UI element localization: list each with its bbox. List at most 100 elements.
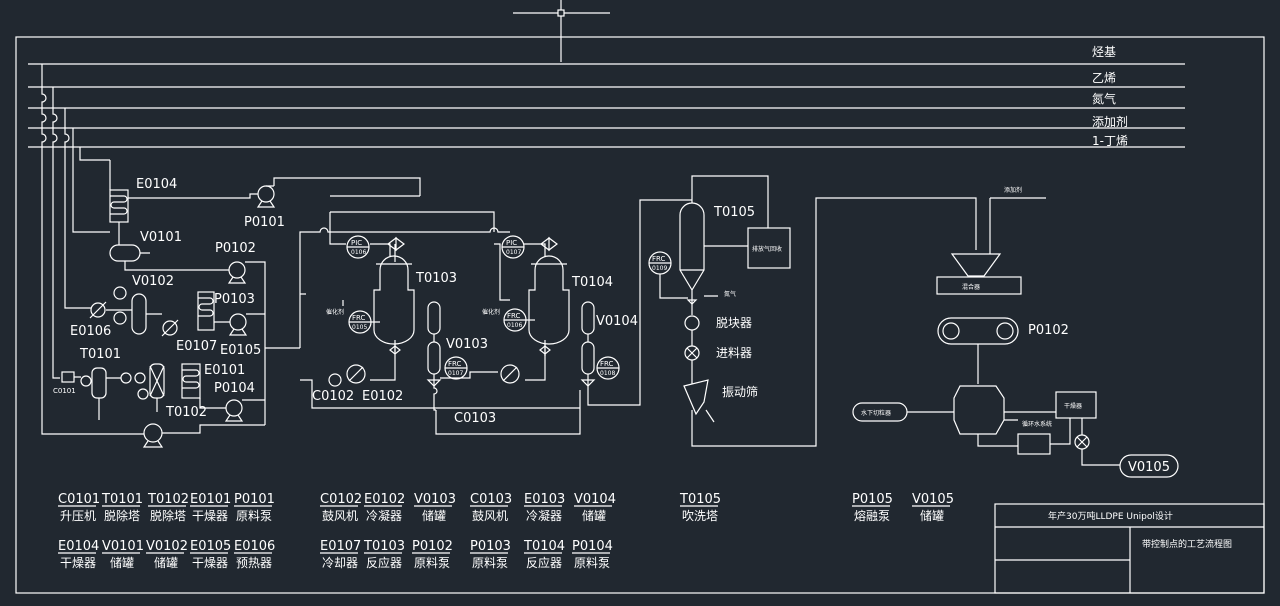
exhaust-recovery: 排放气回收: [747, 227, 791, 269]
instrument-tag: PIC: [351, 239, 362, 247]
legend-name: 鼓风机: [322, 509, 358, 523]
legend-code: P0104: [572, 539, 613, 554]
legend-name: 预热器: [236, 556, 272, 570]
equipment-label: P0102: [1028, 323, 1069, 338]
equipment-label: C0103: [454, 411, 496, 426]
equipment-label: T0104: [571, 275, 613, 290]
instrument-tag: 0105: [352, 324, 367, 331]
legend-code: P0105: [852, 492, 893, 507]
frc0108-instrument: FRC 0108: [596, 356, 620, 380]
t0102-tower: T0102: [120, 363, 207, 420]
equipment-label: P0101: [244, 215, 285, 230]
legend-name: 储罐: [154, 555, 178, 570]
t0105-purge-tower: T0105: [679, 175, 769, 315]
equipment-legend: C0101升压机T0101脱除塔T0102脱除塔E0101干燥器P0101原料泵…: [58, 492, 954, 570]
drawing-title: 带控制点的工艺流程图: [1142, 538, 1232, 550]
legend-code: P0103: [470, 539, 511, 554]
legend-code: E0101: [190, 492, 231, 507]
legend-name: 储罐: [110, 555, 134, 570]
legend-name: 升压机: [60, 509, 96, 523]
instrument-tag: 0108: [600, 370, 615, 377]
legend-name: 反应器: [526, 555, 562, 570]
legend-name: 储罐: [582, 508, 606, 523]
legend-code: T0104: [523, 539, 565, 554]
legend-code: E0104: [58, 539, 99, 554]
legend-code: T0101: [101, 492, 143, 507]
v0104-vessel: V0104: [580, 199, 692, 406]
instrument-tag: FRC: [600, 360, 614, 368]
v0103-vessel: V0103: [426, 301, 488, 411]
instrument-tag: FRC: [448, 360, 462, 368]
legend-name: 储罐: [422, 508, 446, 523]
legend-code: T0105: [679, 492, 721, 507]
equipment-label: V0105: [1128, 460, 1170, 475]
dryer-unit: 干燥器 循环水系统 V0105: [1017, 391, 1179, 478]
instrument-tag: 0109: [652, 265, 667, 272]
t0104-reactor: T0104: [528, 255, 613, 345]
small-label: 混合器: [962, 283, 980, 291]
legend-name: 脱除塔: [150, 508, 186, 523]
process-label: 进料器: [716, 346, 752, 360]
small-label: 水下切粒器: [861, 409, 891, 417]
legend-code: P0102: [412, 539, 453, 554]
equipment-label: T0102: [165, 405, 207, 420]
e0104-exchanger: E0104: [109, 160, 258, 245]
instrument-tag: 0107: [448, 370, 463, 377]
equipment-label: E0106: [70, 324, 111, 339]
reactor-loop-1: [299, 195, 580, 409]
c0103-e0103: C0103: [454, 364, 520, 426]
small-label: 催化剂: [482, 308, 500, 316]
mixer-hopper: 添加剂 混合器: [936, 186, 1046, 295]
instrument-tag: 0106: [507, 322, 522, 329]
legend-name: 原料泵: [414, 556, 450, 570]
small-label: 干燥器: [1064, 402, 1082, 410]
equipment-label: C0101: [53, 387, 76, 395]
legend-name: 原料泵: [236, 509, 272, 523]
pelletizer: 水下切粒器: [852, 385, 1056, 447]
title-block: 年产30万吨LLDPE Unipol设计 带控制点的工艺流程图: [994, 503, 1265, 594]
instrument-tag: 0107: [506, 249, 521, 256]
vibrating-screen: 振动筛: [683, 197, 977, 447]
equipment-label: E0105: [220, 343, 261, 358]
equipment-label: T0103: [415, 271, 457, 286]
equipment-label: V0104: [596, 314, 638, 329]
p0104-pump: P0104: [199, 381, 265, 422]
legend-code: C0101: [58, 492, 100, 507]
process-label: 脱块器: [716, 315, 752, 330]
legend-code: V0103: [414, 492, 456, 507]
p0101-pump: P0101: [244, 177, 421, 230]
p0103-pump: P0103: [214, 292, 265, 336]
p0102-melt-pump: P0102: [937, 317, 1069, 384]
stream-label: 1-丁烯: [1092, 134, 1128, 148]
legend-code: E0105: [190, 539, 231, 554]
legend-name: 吹洗塔: [682, 509, 718, 523]
legend-code: C0103: [470, 492, 512, 507]
legend-code: T0103: [363, 539, 405, 554]
valve: [539, 345, 551, 355]
small-label: 添加剂: [1004, 186, 1022, 194]
valve: [389, 345, 401, 355]
process-label: 振动筛: [722, 384, 758, 399]
cad-cursor: [513, 0, 610, 62]
equipment-label: V0103: [446, 337, 488, 352]
frc0105-instrument: FRC 0105 催化剂: [326, 300, 380, 334]
frc0107-instrument: FRC 0107: [440, 356, 498, 380]
c0102-e0102: C0102 E0102: [312, 364, 403, 404]
bottom-pump: [142, 423, 265, 448]
v0101-vessel: V0101 V0102: [109, 230, 230, 289]
pic0106-instrument: PIC 0106: [346, 235, 405, 259]
legend-name: 鼓风机: [472, 509, 508, 523]
equipment-label: E0104: [136, 177, 177, 192]
legend-code: P0101: [234, 492, 275, 507]
equipment-label: V0102: [132, 274, 174, 289]
equipment-label: V0101: [140, 230, 182, 245]
equipment-label: E0102: [362, 389, 403, 404]
equipment-label: P0104: [214, 381, 255, 396]
stream-label: 烃基: [1092, 45, 1116, 59]
equipment-label: T0105: [713, 205, 755, 220]
feeder-unit: 进料器: [684, 345, 752, 384]
legend-name: 干燥器: [192, 556, 228, 570]
legend-code: E0102: [364, 492, 405, 507]
instrument-tag: FRC: [507, 312, 521, 320]
